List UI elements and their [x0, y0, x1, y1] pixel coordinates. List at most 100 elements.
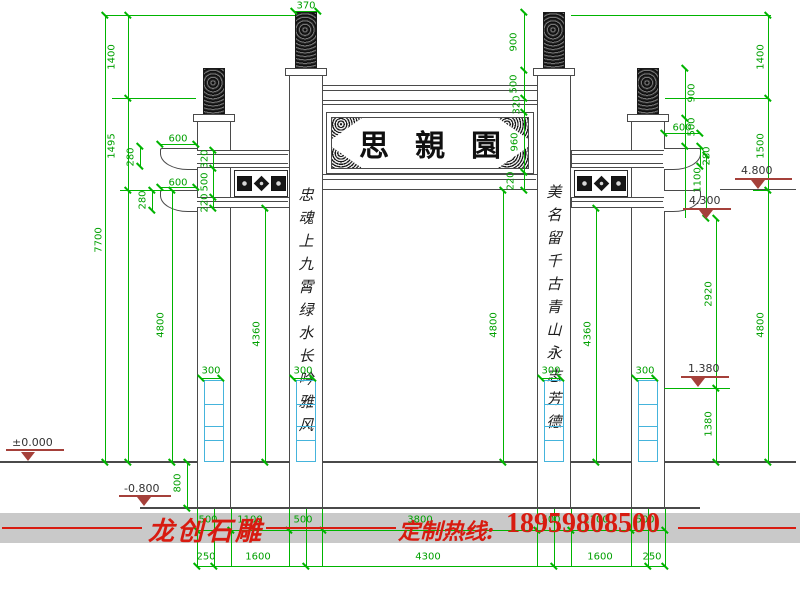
- column-inner-right: [537, 70, 571, 508]
- dimension-line-vertical: [685, 68, 686, 218]
- dim-label-500: 500: [199, 172, 211, 192]
- couplet-right: 美名留千古青山永志芳德: [546, 181, 561, 432]
- dimension-line-vertical: [152, 190, 153, 210]
- dimension-line-vertical: [596, 208, 597, 462]
- dim-label-1380: 1380: [703, 411, 715, 437]
- couplet-character: 长: [298, 347, 314, 365]
- ground-line: [0, 461, 796, 463]
- plaque-title: 思親園: [359, 129, 527, 164]
- level-marker-line: [735, 178, 792, 180]
- couplet-character: 水: [298, 324, 314, 342]
- cloud-bracket-lower-left: [160, 190, 197, 212]
- dimension-line-horizontal: [196, 566, 666, 567]
- main-beam-line: [311, 100, 548, 101]
- dim-label-300: 300: [635, 365, 655, 377]
- dimension-line-vertical: [289, 509, 290, 566]
- side-beam-line: [197, 201, 288, 202]
- dimension-line-vertical: [716, 218, 717, 462]
- base-stack: [638, 380, 658, 462]
- dimension-line-horizontal: [120, 190, 175, 191]
- dim-label-1500: 1500: [755, 133, 767, 159]
- dimension-line-vertical: [554, 509, 555, 566]
- dim-label-1600: 1600: [587, 551, 613, 563]
- dim-label-280: 280: [701, 146, 713, 166]
- banner-rule-right: [678, 527, 796, 529]
- level-1380-label: 1.380: [688, 362, 720, 375]
- dim-label-1400: 1400: [106, 44, 118, 70]
- couplet-character: 古: [546, 275, 562, 293]
- dim-label-2920: 2920: [703, 281, 715, 307]
- dimension-line-vertical: [537, 509, 538, 566]
- dim-label-600: 600: [168, 177, 188, 189]
- level-marker-triangle: [21, 452, 35, 461]
- base-stack-joint: [639, 426, 657, 428]
- level-4800-label: 4.800: [741, 164, 773, 177]
- dimension-line-horizontal: [196, 530, 665, 531]
- dim-label-220: 220: [199, 193, 211, 213]
- banner-hotline-label: 定制热线:: [398, 519, 495, 545]
- dimension-line-vertical: [322, 509, 323, 566]
- base-stack-joint: [297, 404, 315, 406]
- couplet-character: 绿: [298, 301, 314, 319]
- dim-label-1100: 1100: [237, 514, 263, 526]
- level-marker-triangle: [699, 210, 713, 219]
- lower-beam-line: [323, 179, 536, 180]
- dim-label-320: 320: [199, 149, 211, 169]
- side-beam-lower-right: [571, 197, 665, 208]
- base-stack: [204, 380, 224, 462]
- side-beam-line: [572, 163, 663, 164]
- dimension-line-vertical: [503, 190, 504, 462]
- dimension-line-vertical: [214, 509, 215, 566]
- main-beam-line: [311, 90, 548, 91]
- couplet-character: 千: [546, 252, 562, 270]
- dimension-line-vertical: [571, 509, 572, 566]
- level-marker-line: [681, 376, 729, 378]
- dim-label-300: 300: [201, 365, 221, 377]
- dimension-line-horizontal: [635, 378, 655, 379]
- dimension-line-horizontal: [753, 190, 768, 191]
- base-stack-joint: [639, 440, 657, 442]
- dim-label-1600: 1600: [245, 551, 271, 563]
- dimension-line-vertical: [265, 208, 266, 462]
- flower-motif: [270, 176, 286, 191]
- banner-rule-middle: [266, 527, 396, 529]
- banner-company-name: 龙创石雕: [148, 517, 265, 547]
- foundation-line: [140, 507, 700, 509]
- level-4300-label: 4.300: [689, 194, 721, 207]
- collar-outer-left: [193, 114, 235, 122]
- side-beam-line: [197, 163, 288, 164]
- base-stack-joint: [545, 426, 563, 428]
- dim-label-280: 280: [137, 190, 149, 210]
- dim-label-1495: 1495: [106, 133, 118, 159]
- flower-motif: [236, 176, 252, 191]
- dim-label-4360: 4360: [251, 321, 263, 347]
- dim-label-800: 800: [172, 473, 184, 493]
- carved-finial-inner-right: [543, 12, 565, 70]
- dim-label-600: 600: [168, 133, 188, 145]
- couplet-character: 忠: [298, 186, 314, 204]
- base-stack: [544, 380, 564, 462]
- column-outer-left: [197, 116, 231, 508]
- dim-label-500: 500: [635, 514, 655, 526]
- dim-label-500: 500: [541, 514, 561, 526]
- couplet-character: 魂: [298, 209, 314, 227]
- base-stack-joint: [297, 440, 315, 442]
- dim-label-300: 300: [541, 365, 561, 377]
- couplet-character: 风: [298, 416, 314, 434]
- couplet-character: 九: [298, 255, 314, 273]
- dim-label-4300: 4300: [415, 551, 441, 563]
- couplet-character: 霄: [298, 278, 314, 296]
- dimension-line-horizontal: [665, 98, 768, 99]
- couplet-character: 美: [546, 183, 562, 201]
- couplet-character: 雅: [298, 393, 314, 411]
- dimension-line-vertical: [524, 12, 525, 190]
- level-marker-triangle: [751, 180, 765, 189]
- banner-rule-left: [2, 527, 142, 529]
- dimension-line-vertical: [768, 15, 769, 462]
- dim-label-370: 370: [296, 0, 316, 12]
- carved-panel-right: [574, 170, 628, 197]
- dimension-line-horizontal: [571, 15, 771, 16]
- dim-label-3800: 3800: [407, 514, 433, 526]
- base-stack-joint: [205, 426, 223, 428]
